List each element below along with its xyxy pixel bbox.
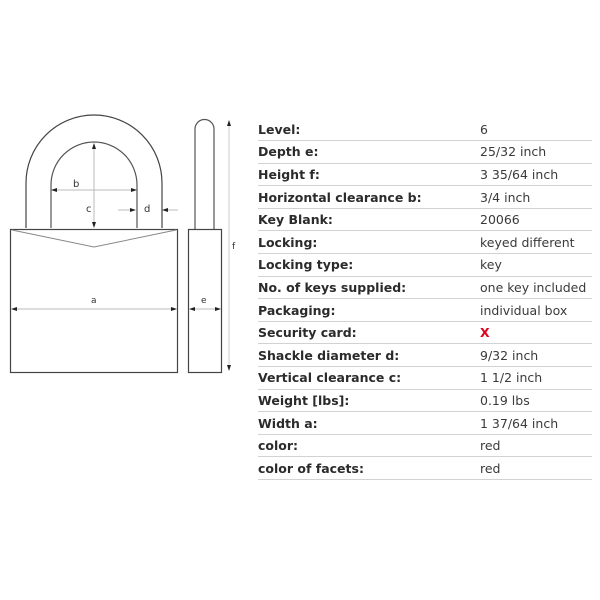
spec-value: 3 35/64 inch: [480, 166, 559, 182]
spec-label: Locking:: [258, 234, 318, 250]
dimension-label-c: c: [86, 204, 92, 215]
dimension-label-f: f: [232, 242, 236, 252]
spec-value: 9/32 inch: [480, 347, 539, 363]
spec-value: one key included: [480, 279, 587, 295]
dimension-label-d: d: [144, 204, 151, 215]
spec-value: 20066: [480, 212, 520, 228]
spec-row-color: color: red: [258, 434, 592, 457]
spec-value: individual box: [480, 302, 568, 318]
spec-value: red: [480, 438, 501, 454]
spec-label: Packaging:: [258, 302, 336, 318]
padlock-drawing-icon: [9, 114, 231, 374]
spec-row-security-card: Security card: X: [258, 321, 592, 344]
spec-row-height: Height f: 3 35/64 inch: [258, 163, 592, 186]
spec-label: Locking type:: [258, 257, 354, 273]
spec-value: 25/32 inch: [480, 144, 547, 160]
spec-value: key: [480, 257, 502, 273]
spec-label: Width a:: [258, 415, 318, 431]
spec-row-key-blank: Key Blank: 20066: [258, 208, 592, 231]
spec-label: Security card:: [258, 325, 357, 341]
spec-value: 1 1/2 inch: [480, 370, 543, 386]
spec-label: Horizontal clearance b:: [258, 189, 422, 205]
dimension-label-a: a: [91, 296, 97, 306]
padlock-dimension-diagram: b c d a e f: [0, 0, 250, 600]
spec-label: No. of keys supplied:: [258, 279, 407, 295]
spec-value: 0.19 lbs: [480, 392, 530, 408]
spec-row-locking-type: Locking type: key: [258, 254, 592, 277]
spec-label: color of facets:: [258, 460, 364, 476]
spec-label: Vertical clearance c:: [258, 370, 402, 386]
spec-row-color-of-facets: color of facets: red: [258, 457, 592, 480]
spec-row-keys-supplied: No. of keys supplied: one key included: [258, 276, 592, 299]
spec-label: Shackle diameter d:: [258, 347, 400, 363]
spec-row-width: Width a: 1 37/64 inch: [258, 412, 592, 435]
spec-row-locking: Locking: keyed different: [258, 231, 592, 254]
spec-value: 3/4 inch: [480, 189, 531, 205]
spec-label: Weight [lbs]:: [258, 392, 350, 408]
spec-row-packaging: Packaging: individual box: [258, 299, 592, 322]
spec-label: Height f:: [258, 166, 320, 182]
spec-value: 6: [480, 121, 488, 137]
spec-row-horizontal-clearance: Horizontal clearance b: 3/4 inch: [258, 186, 592, 209]
spec-value: red: [480, 460, 501, 476]
cross-mark-icon: X: [480, 325, 490, 341]
spec-value: 1 37/64 inch: [480, 415, 559, 431]
specifications-table: Level: 6 Depth e: 25/32 inch Height f: 3…: [258, 118, 592, 480]
spec-row-weight: Weight [lbs]: 0.19 lbs: [258, 389, 592, 412]
dimension-label-e: e: [201, 296, 207, 306]
dimension-label-b: b: [73, 179, 80, 190]
spec-row-shackle-diameter: Shackle diameter d: 9/32 inch: [258, 344, 592, 367]
spec-label: color:: [258, 438, 299, 454]
spec-label: Key Blank:: [258, 212, 333, 228]
spec-row-vertical-clearance: Vertical clearance c: 1 1/2 inch: [258, 367, 592, 390]
spec-row-depth: Depth e: 25/32 inch: [258, 141, 592, 164]
spec-row-level: Level: 6: [258, 118, 592, 141]
spec-label: Level:: [258, 121, 301, 137]
spec-value: keyed different: [480, 234, 575, 250]
spec-label: Depth e:: [258, 144, 319, 160]
